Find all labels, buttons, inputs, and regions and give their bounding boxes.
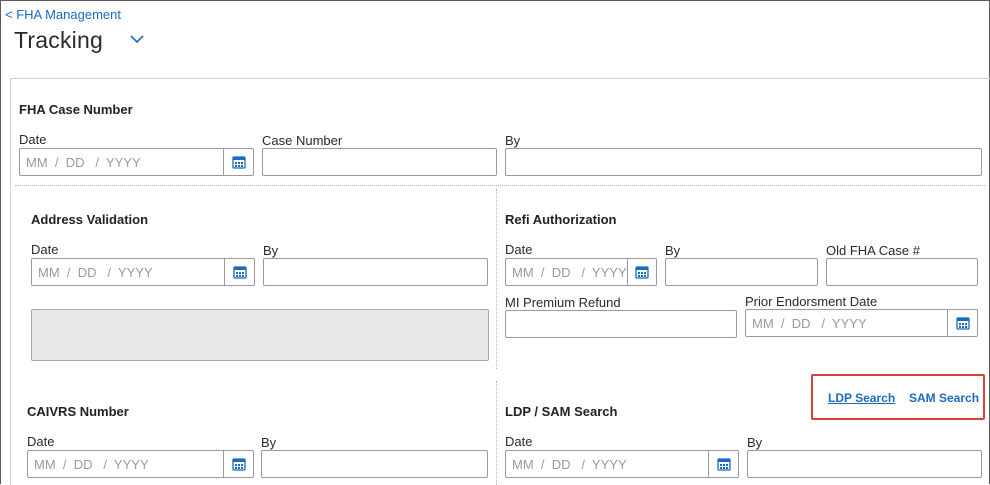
fha-management-back-link[interactable]: < FHA Management bbox=[5, 7, 121, 22]
ldp-by-label: By bbox=[747, 435, 763, 450]
refi-date-label: Date bbox=[505, 242, 533, 257]
address-readonly-box bbox=[31, 309, 489, 361]
ldp-date-placeholder: MM / DD / YYYY bbox=[512, 456, 627, 472]
old-fha-case-input[interactable] bbox=[826, 258, 978, 286]
caivrs-by-input[interactable] bbox=[261, 450, 488, 478]
page-title: Tracking bbox=[14, 27, 103, 53]
calendar-icon[interactable] bbox=[626, 259, 656, 285]
calendar-icon[interactable] bbox=[947, 310, 977, 336]
address-date-label: Date bbox=[31, 242, 59, 257]
chevron-down-icon[interactable] bbox=[129, 31, 145, 47]
ldp-sam-search-title: LDP / SAM Search bbox=[505, 404, 618, 419]
ldp-date-label: Date bbox=[505, 434, 533, 449]
calendar-icon[interactable] bbox=[708, 451, 738, 477]
calendar-icon[interactable] bbox=[223, 451, 253, 477]
calendar-icon[interactable] bbox=[223, 149, 253, 175]
case-number-label: Case Number bbox=[262, 133, 343, 148]
caivrs-date-placeholder: MM / DD / YYYY bbox=[34, 456, 149, 472]
caivrs-by-label: By bbox=[261, 435, 277, 450]
fha-date-field[interactable]: MM / DD / YYYY bbox=[19, 148, 254, 176]
tracking-panel bbox=[10, 78, 990, 485]
case-number-input[interactable] bbox=[262, 148, 497, 176]
old-fha-case-label: Old FHA Case # bbox=[826, 243, 920, 258]
fha-by-label: By bbox=[505, 133, 521, 148]
search-links-highlight bbox=[811, 374, 985, 420]
fha-by-input[interactable] bbox=[505, 148, 982, 176]
address-date-field[interactable]: MM / DD / YYYY bbox=[31, 258, 255, 286]
section-divider bbox=[15, 185, 985, 186]
prior-endorsement-date-field[interactable]: MM / DD / YYYY bbox=[745, 309, 978, 337]
sam-search-link[interactable]: SAM Search bbox=[909, 391, 980, 405]
refi-authorization-title: Refi Authorization bbox=[505, 212, 617, 227]
caivrs-number-title: CAIVRS Number bbox=[27, 404, 129, 419]
fha-date-placeholder: MM / DD / YYYY bbox=[26, 154, 141, 170]
refi-by-label: By bbox=[665, 243, 681, 258]
address-date-placeholder: MM / DD / YYYY bbox=[38, 264, 153, 280]
refi-date-field[interactable]: MM / DD / YYYY bbox=[505, 258, 657, 286]
fha-case-number-title: FHA Case Number bbox=[19, 102, 133, 117]
prior-endorsement-label: Prior Endorsment Date bbox=[745, 294, 878, 309]
caivrs-date-field[interactable]: MM / DD / YYYY bbox=[27, 450, 254, 478]
caivrs-date-label: Date bbox=[27, 434, 55, 449]
refi-by-input[interactable] bbox=[665, 258, 818, 286]
address-by-input[interactable] bbox=[263, 258, 488, 286]
refi-date-placeholder: MM / DD / YYYY bbox=[512, 264, 627, 280]
calendar-icon[interactable] bbox=[224, 259, 254, 285]
column-divider-lower bbox=[496, 381, 497, 485]
prior-endorsement-placeholder: MM / DD / YYYY bbox=[752, 315, 867, 331]
fha-date-label: Date bbox=[19, 132, 47, 147]
ldp-search-link[interactable]: LDP Search bbox=[828, 391, 896, 405]
mi-premium-refund-label: MI Premium Refund bbox=[505, 295, 621, 310]
address-validation-title: Address Validation bbox=[31, 212, 149, 227]
address-by-label: By bbox=[263, 243, 279, 258]
ldp-by-input[interactable] bbox=[747, 450, 982, 478]
ldp-date-field[interactable]: MM / DD / YYYY bbox=[505, 450, 739, 478]
mi-premium-refund-input[interactable] bbox=[505, 310, 737, 338]
column-divider bbox=[496, 189, 497, 369]
